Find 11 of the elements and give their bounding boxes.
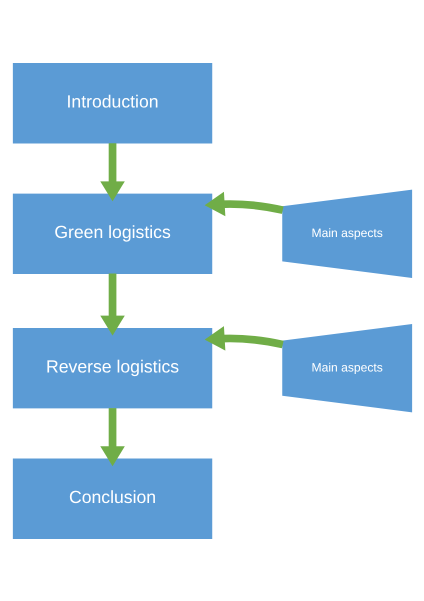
node-box: Main aspects: [282, 324, 412, 412]
arrow: [100, 142, 124, 201]
node-box: Reverse logistics: [12, 328, 212, 408]
arrow: [204, 191, 284, 216]
node-box: Conclusion: [12, 458, 212, 538]
arrow: [100, 408, 124, 466]
arrow: [204, 326, 284, 350]
arrow: [100, 273, 124, 336]
node-box: Green logistics: [12, 193, 212, 274]
node-box: Main aspects: [282, 189, 412, 278]
node-box: Introduction: [12, 62, 212, 143]
